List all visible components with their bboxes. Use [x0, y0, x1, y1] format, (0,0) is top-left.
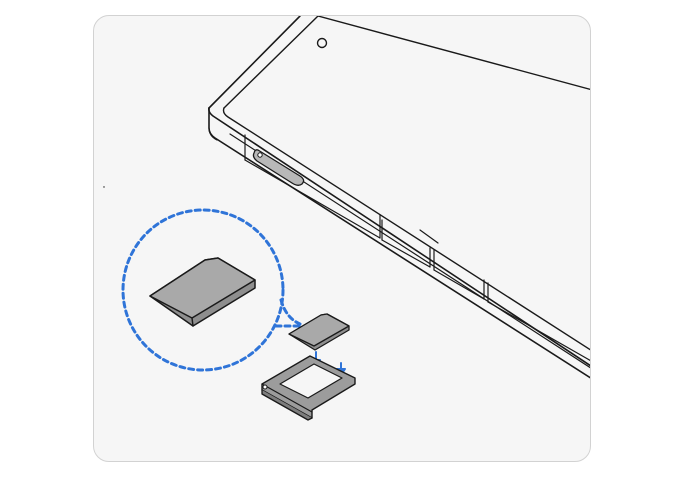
magnifier-circle-icon	[121, 208, 302, 372]
tablet-icon	[208, 16, 590, 385]
sim-card-icon	[149, 257, 256, 327]
device-sim-slot	[252, 149, 305, 186]
sim-tray-icon	[261, 355, 356, 421]
camera-icon	[316, 37, 328, 49]
small-sim-card	[288, 313, 350, 351]
